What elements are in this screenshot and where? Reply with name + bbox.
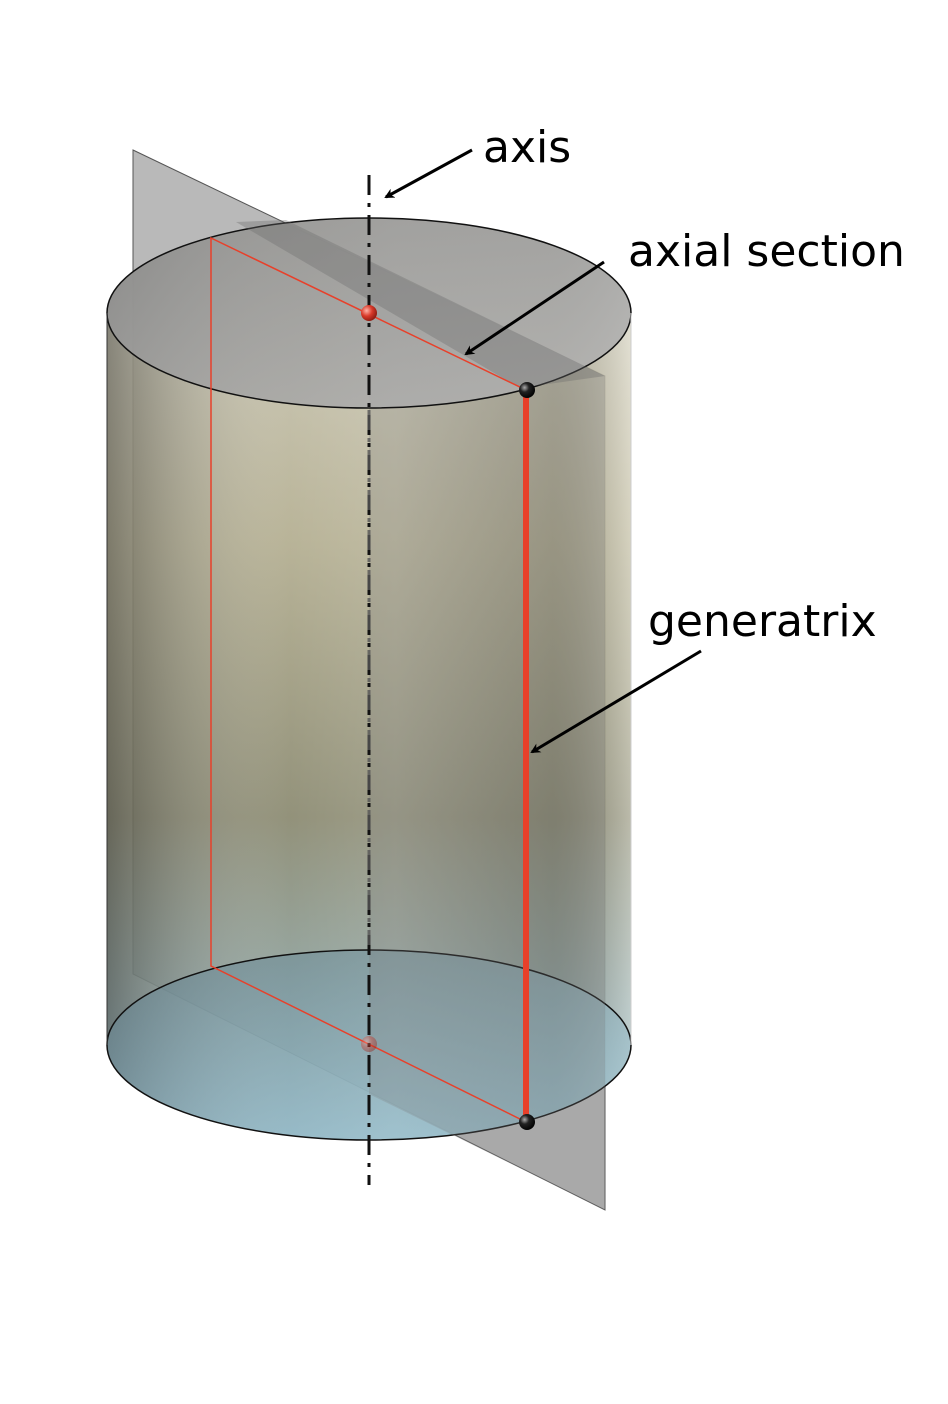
axial-section-arrow (464, 260, 605, 356)
axial-section-label: axial section (628, 226, 905, 277)
plane-top-band (236, 220, 605, 388)
top-center-point (361, 305, 377, 321)
generatrix-arrow (530, 649, 702, 754)
axis-label: axis (483, 122, 571, 173)
generatrix-top-point (519, 382, 535, 398)
generatrix-bottom-point (519, 1114, 535, 1130)
generatrix-label: generatrix (648, 596, 877, 647)
bottom-center-point (361, 1036, 377, 1052)
axis-arrow (384, 148, 473, 199)
axial-plane-front (369, 262, 605, 1210)
